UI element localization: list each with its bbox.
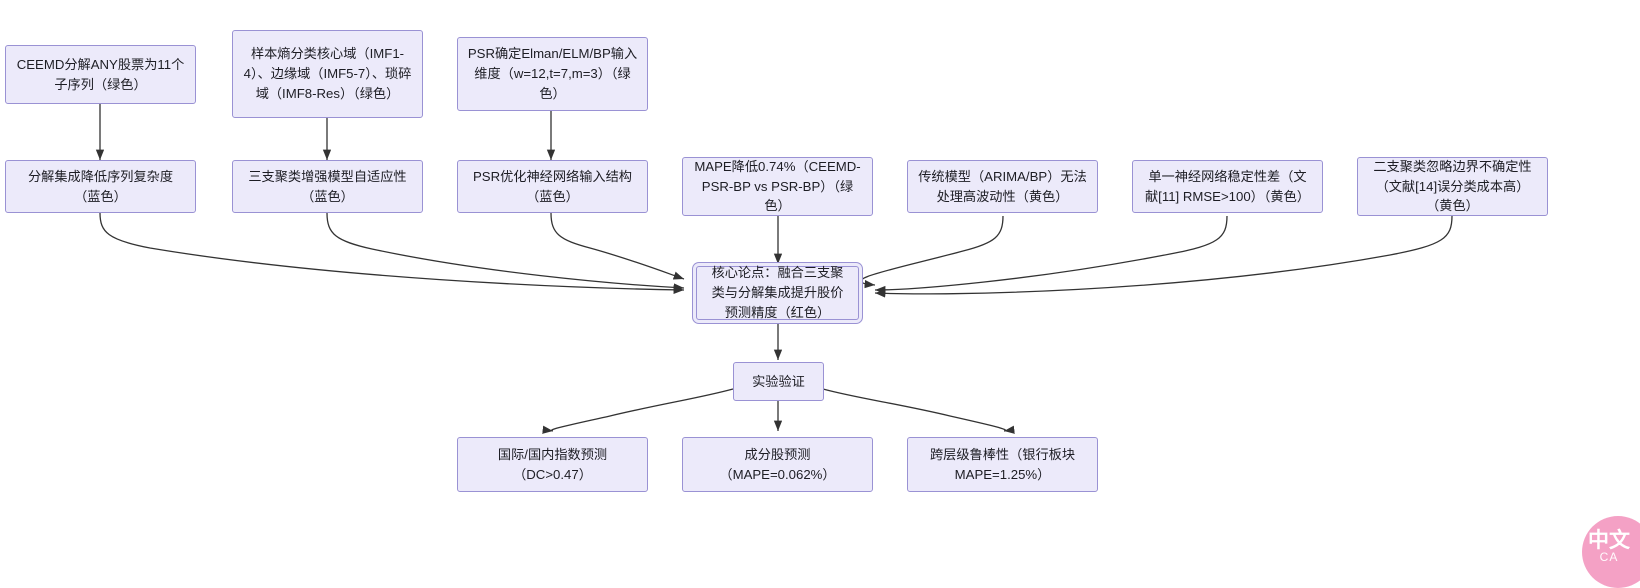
edge-b1-core [99, 212, 685, 294]
node-label: PSR优化神经网络输入结构（蓝色） [473, 168, 632, 204]
node-ceemd-decomposition[interactable]: CEEMD分解ANY股票为11个子序列（绿色） [5, 45, 196, 104]
node-label: 跨层级鲁棒性（银行板块MAPE=1.25%） [929, 446, 1076, 482]
node-psr-input-dimension[interactable]: PSR确定Elman/ELM/BP输入维度（w=12,t=7,m=3）（绿色） [457, 37, 648, 111]
node-label: 传统模型（ARIMA/BP）无法处理高波动性（黄色） [918, 168, 1087, 204]
watermark-text: 中文 CA [1588, 530, 1630, 563]
node-label: 单一神经网络稳定性差（文献[11] RMSE>100）（黄色） [1144, 168, 1310, 204]
node-psr-optimize-network-input[interactable]: PSR优化神经网络输入结构（蓝色） [457, 160, 648, 213]
node-three-way-clustering-adaptivity[interactable]: 三支聚类增强模型自适应性（蓝色） [232, 160, 423, 213]
node-label: 国际/国内指数预测（DC>0.47） [497, 446, 608, 482]
node-label: 成分股预测（MAPE=0.062%） [719, 446, 836, 482]
watermark-badge: 中文 CA [1582, 516, 1640, 588]
edge-b6-core [874, 215, 1228, 295]
watermark-main: 中文 [1588, 528, 1630, 552]
edge-b3-core [550, 212, 685, 280]
edge-b7-core [874, 215, 1453, 298]
node-label: MAPE降低0.74%（CEEMD-PSR-BP vs PSR-BP）（绿色） [694, 158, 861, 214]
watermark-sub: CA [1599, 549, 1619, 564]
node-label: 样本熵分类核心域（IMF1-4）、边缘域（IMF5-7）、琐碎域（IMF8-Re… [243, 46, 412, 101]
edge-val-c3 [822, 388, 1015, 434]
flowchart-canvas: CEEMD分解ANY股票为11个子序列（绿色） 样本熵分类核心域（IMF1-4）… [5, 30, 1640, 588]
node-label: CEEMD分解ANY股票为11个子序列（绿色） [16, 56, 185, 92]
node-label: 三支聚类增强模型自适应性（蓝色） [248, 168, 407, 204]
node-label: 二支聚类忽略边界不确定性（文献[14]误分类成本高）（黄色） [1373, 158, 1532, 214]
node-cross-level-robustness-result[interactable]: 跨层级鲁棒性（银行板块MAPE=1.25%） [907, 437, 1098, 492]
node-single-network-instability[interactable]: 单一神经网络稳定性差（文献[11] RMSE>100）（黄色） [1132, 160, 1323, 213]
node-sample-entropy-classification[interactable]: 样本熵分类核心域（IMF1-4）、边缘域（IMF5-7）、琐碎域（IMF8-Re… [232, 30, 423, 118]
node-reduce-sequence-complexity[interactable]: 分解集成降低序列复杂度（蓝色） [5, 160, 196, 213]
node-label: PSR确定Elman/ELM/BP输入维度（w=12,t=7,m=3）（绿色） [467, 46, 638, 101]
node-index-forecast-result[interactable]: 国际/国内指数预测（DC>0.47） [457, 437, 648, 492]
node-mape-improvement[interactable]: MAPE降低0.74%（CEEMD-PSR-BP vs PSR-BP）（绿色） [682, 157, 873, 216]
node-label: 分解集成降低序列复杂度（蓝色） [27, 168, 174, 204]
node-traditional-model-limitation[interactable]: 传统模型（ARIMA/BP）无法处理高波动性（黄色） [907, 160, 1098, 213]
node-constituent-stock-forecast-result[interactable]: 成分股预测（MAPE=0.062%） [682, 437, 873, 492]
node-two-way-clustering-boundary[interactable]: 二支聚类忽略边界不确定性（文献[14]误分类成本高）（黄色） [1357, 157, 1548, 216]
node-label: 核心论点：融合三支聚类与分解集成提升股价预测精度（红色） [711, 265, 844, 320]
edge-b2-core [326, 212, 685, 292]
edge-b5-core [860, 215, 1004, 289]
node-experimental-validation[interactable]: 实验验证 [733, 362, 824, 401]
edge-val-c1 [542, 388, 734, 434]
node-label: 实验验证 [752, 373, 805, 389]
node-core-argument[interactable]: 核心论点：融合三支聚类与分解集成提升股价预测精度（红色） [696, 265, 859, 320]
